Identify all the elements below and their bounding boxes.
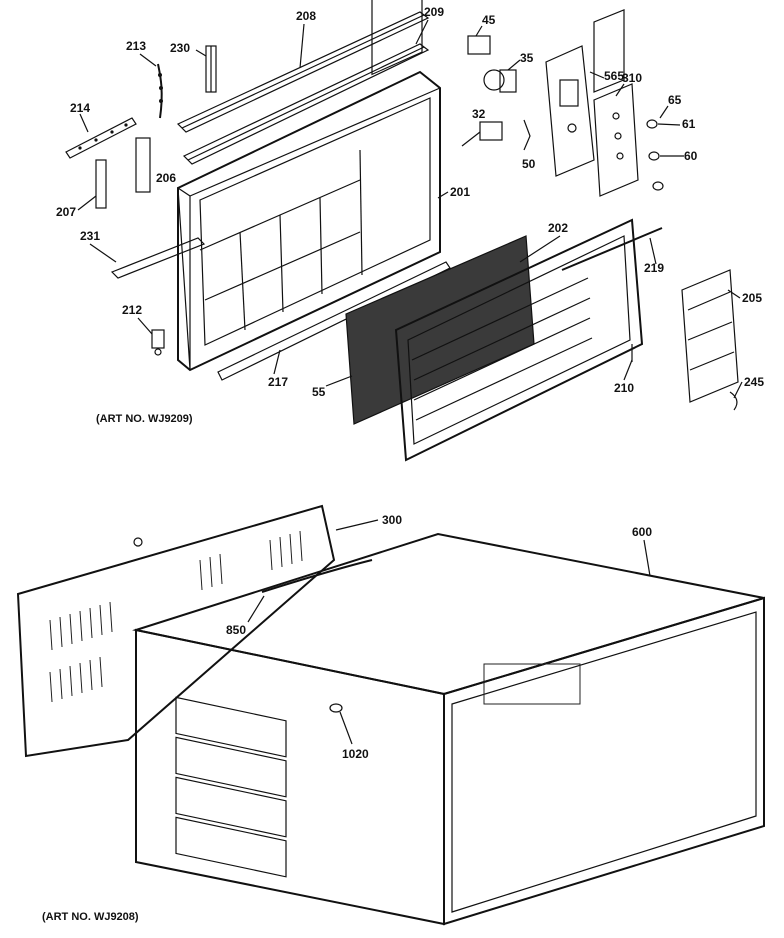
grille-panel-202: [394, 9, 644, 462]
plug-1020: [329, 703, 343, 713]
label-45: 45: [482, 13, 496, 27]
louver-213: [157, 63, 163, 119]
label-207: 207: [56, 205, 76, 219]
gasket-850: [261, 559, 373, 593]
knob-screw: [133, 537, 143, 547]
label-1020: 1020: [342, 747, 369, 761]
label-600: 600: [632, 525, 652, 539]
label-230: 230: [170, 41, 190, 55]
wire-245: [729, 391, 738, 411]
label-50: 50: [522, 157, 536, 171]
label-201: 201: [450, 185, 470, 199]
bracket-206: [135, 137, 151, 193]
bracket-230: [205, 45, 217, 93]
label-850: 850: [226, 623, 246, 637]
label-55: 55: [312, 385, 326, 399]
nameplate-310: [593, 83, 639, 197]
leader-lines: [77, 19, 743, 745]
clip-212: [151, 329, 165, 356]
knob-60: [648, 151, 660, 161]
part-labels: 208 209 213 230 45 35 565 310 65 61 214 …: [56, 5, 764, 761]
label-565: 565: [604, 69, 624, 83]
label-231: 231: [80, 229, 100, 243]
label-209: 209: [424, 5, 444, 19]
top-rail-208: [176, 11, 430, 133]
rear-grille-slots: [49, 530, 303, 703]
switch-45: [467, 35, 491, 55]
bracket-207: [95, 159, 107, 209]
label-310: 310: [622, 71, 642, 85]
label-245: 245: [744, 375, 764, 389]
front-frame-201: [177, 0, 441, 372]
label-219: 219: [644, 261, 664, 275]
label-61: 61: [682, 117, 696, 131]
label-217: 217: [268, 375, 288, 389]
thermostat-32: [461, 121, 503, 147]
spring-50: [523, 119, 531, 151]
label-212: 212: [122, 303, 142, 317]
label-35: 35: [520, 51, 534, 65]
label-205: 205: [742, 291, 762, 305]
strip-217: [217, 261, 451, 381]
top-rail-209: [182, 43, 430, 165]
label-202: 202: [548, 221, 568, 235]
side-panel-205: [681, 269, 739, 403]
label-214: 214: [70, 101, 90, 115]
label-210: 210: [614, 381, 634, 395]
label-213: 213: [126, 39, 146, 53]
filter-55: [345, 235, 535, 425]
knob-61: [646, 119, 658, 129]
label-60: 60: [684, 149, 698, 163]
cabinet-louvers: [175, 696, 287, 878]
label-65: 65: [668, 93, 682, 107]
label-206: 206: [156, 171, 176, 185]
caption-bottom: (ART NO. WJ9208): [42, 911, 139, 923]
label-32: 32: [472, 107, 486, 121]
label-208: 208: [296, 9, 316, 23]
rail-231: [110, 237, 206, 279]
control-panel-565: [545, 45, 595, 177]
label-300: 300: [382, 513, 402, 527]
motor-switch-35: [483, 69, 517, 93]
knob-65: [652, 181, 664, 191]
rod-219: [561, 227, 663, 271]
strip-214: [65, 117, 137, 159]
caption-top: (ART NO. WJ9209): [96, 413, 193, 425]
cabinet-600: [132, 532, 765, 926]
